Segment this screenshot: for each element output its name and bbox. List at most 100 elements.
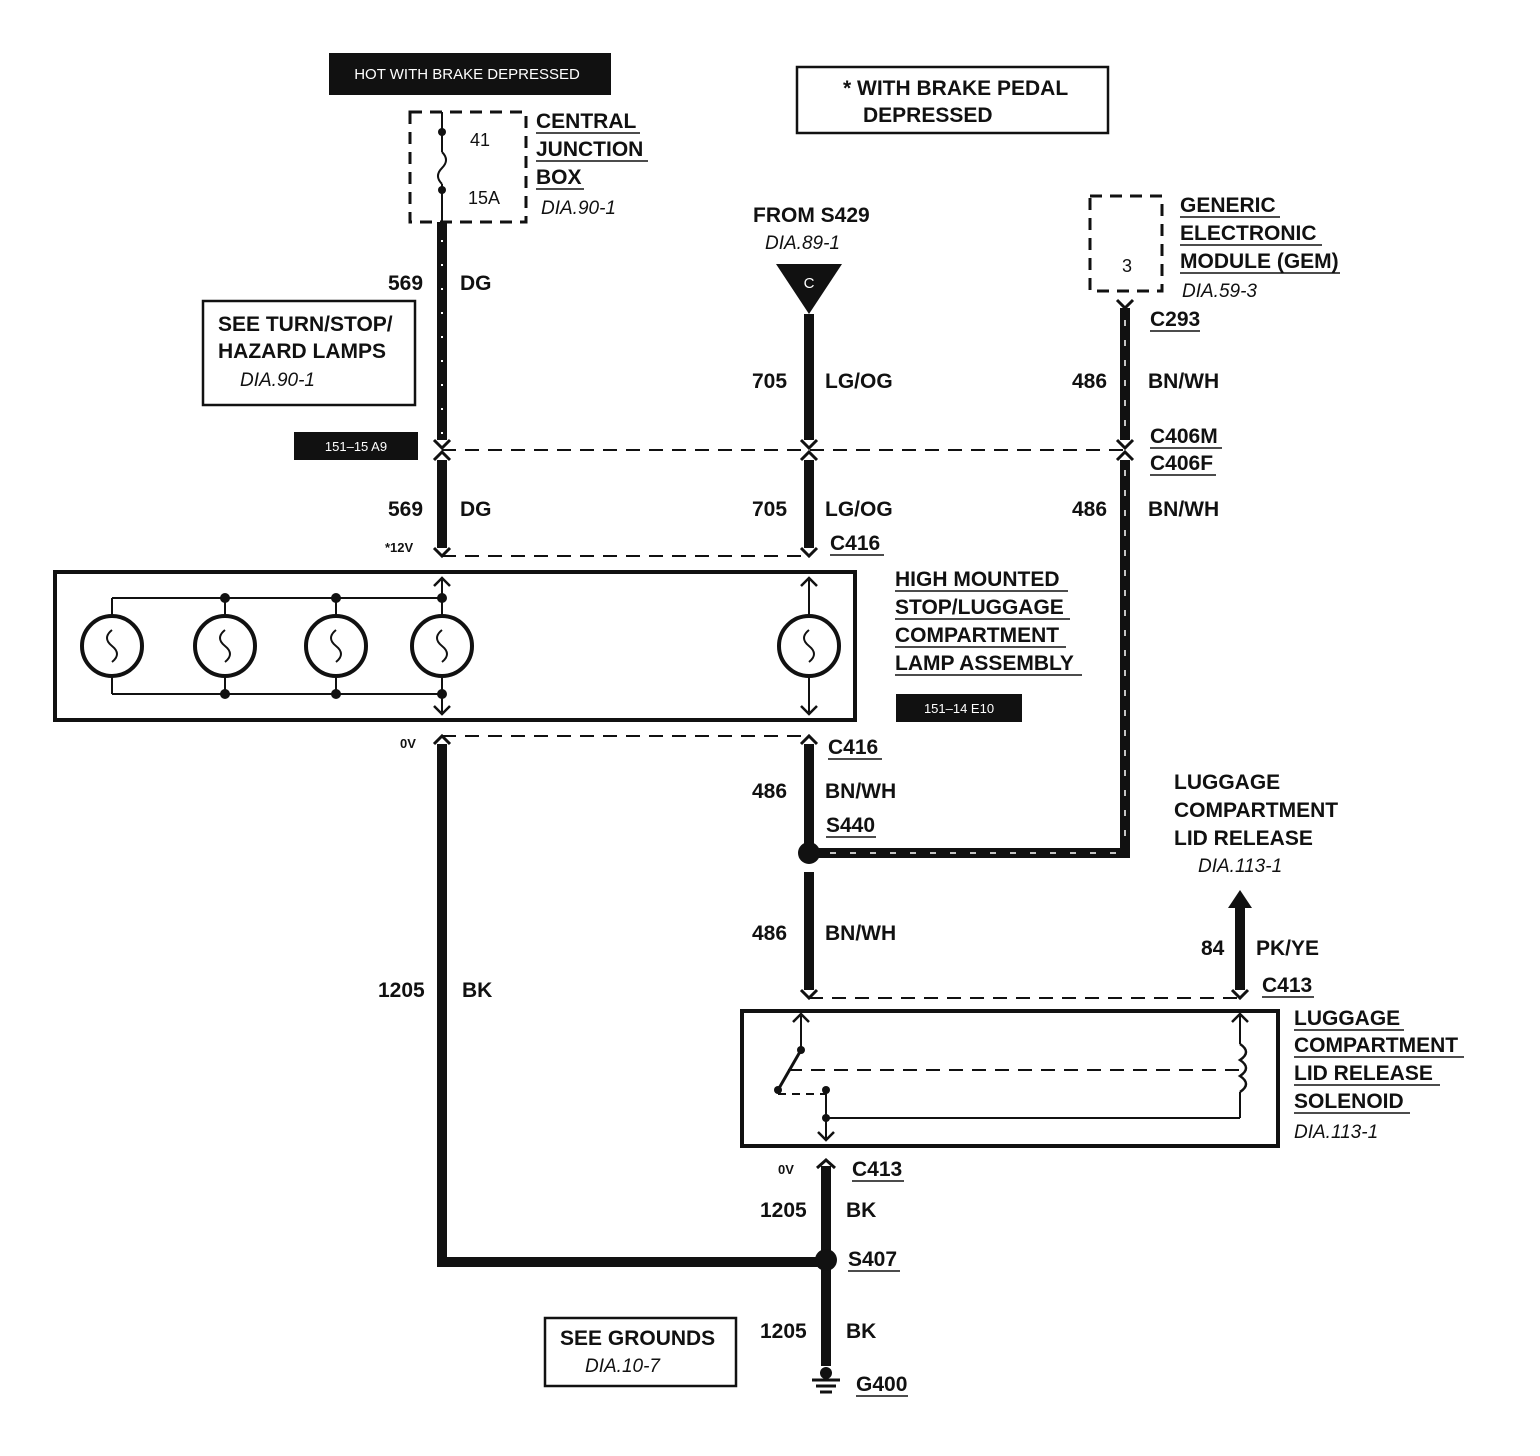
gem-line-3: MODULE (GEM): [1180, 250, 1339, 273]
wire-84-color: PK/YE: [1256, 937, 1319, 960]
wire-1205-a-color: BK: [846, 1199, 876, 1222]
see-turn-stop-hazard-box: SEE TURN/STOP/ HAZARD LAMPS DIA.90-1: [201, 299, 417, 407]
locator-tag-2-text: 151–14 E10: [924, 701, 994, 716]
hot-banner-text: HOT WITH BRAKE DEPRESSED: [354, 66, 580, 83]
lid-release-line-2: COMPARTMENT: [1174, 799, 1338, 822]
wire-1205-left-circuit: 1205: [378, 979, 425, 1002]
connector-c406f: C406F: [1150, 452, 1213, 475]
see-grounds-box: SEE GROUNDS DIA.10-7: [543, 1316, 738, 1388]
locator-tag-2: 151–14 E10: [896, 694, 1022, 722]
generic-electronic-module: 3 GENERIC ELECTRONIC MODULE (GEM) DIA.59…: [1088, 194, 1340, 302]
voltage-12v: *12V: [385, 540, 414, 555]
cjb-line-3: BOX: [536, 166, 582, 189]
solenoid-line-4: SOLENOID: [1294, 1090, 1404, 1113]
wire-705-top-circuit: 705: [752, 370, 787, 393]
connector-c413-top: C413: [799, 974, 1314, 1001]
wire-486-mid-circuit: 486: [1072, 498, 1107, 521]
solenoid-ref: DIA.113-1: [1294, 1122, 1378, 1143]
lid-release-solenoid: LUGGAGE COMPARTMENT LID RELEASE SOLENOID…: [740, 1007, 1464, 1148]
cjb-ref: DIA.90-1: [541, 198, 616, 219]
note-line-1: * WITH BRAKE PEDAL: [843, 77, 1068, 100]
lamp-line-2: STOP/LUGGAGE: [895, 596, 1064, 619]
connector-c413-top-label: C413: [1262, 974, 1312, 997]
from-s429-ref: DIA.89-1: [765, 233, 840, 254]
note-line-2: DEPRESSED: [863, 104, 993, 127]
arrow-up-icon: [1228, 890, 1252, 908]
connector-c406m: C406M: [1150, 425, 1218, 448]
lamp-line-4: LAMP ASSEMBLY: [895, 652, 1074, 675]
locator-tag-1: 151–15 A9: [294, 432, 418, 460]
solenoid-line-1: LUGGAGE: [1294, 1007, 1400, 1030]
connector-c416-bottom: C416 0V: [400, 733, 882, 760]
see-grounds-ref: DIA.10-7: [585, 1356, 661, 1377]
gem-line-1: GENERIC: [1180, 194, 1276, 217]
wire-569-mid-circuit: 569: [388, 498, 423, 521]
ground-icon: [812, 1367, 840, 1394]
wire-705-mid-circuit: 705: [752, 498, 787, 521]
turn-stop-line-1: SEE TURN/STOP/: [218, 313, 393, 336]
bulb-icon: [777, 614, 841, 678]
voltage-0v-solenoid: 0V: [778, 1162, 794, 1177]
connector-c-triangle: C: [776, 264, 842, 314]
wire-486-mid-color: BN/WH: [1148, 498, 1219, 521]
gem-line-2: ELECTRONIC: [1180, 222, 1317, 245]
connector-c-letter: C: [804, 275, 815, 292]
lamp-line-3: COMPARTMENT: [895, 624, 1059, 647]
ground-g400-label: G400: [856, 1373, 907, 1396]
connector-c413-bottom-label: C413: [852, 1158, 902, 1181]
lid-release-line-1: LUGGAGE: [1174, 771, 1280, 794]
bulb-icon: [410, 614, 474, 678]
gem-ref: DIA.59-3: [1182, 281, 1257, 302]
fuse-number: 41: [470, 130, 490, 150]
bulb-icon: [193, 614, 257, 678]
central-junction-box: 41 15A CENTRAL JUNCTION BOX DIA.90-1: [408, 110, 648, 224]
connector-c416-top: C416 *12V: [385, 532, 884, 559]
gem-pin: 3: [1122, 256, 1132, 276]
connector-c293: C293: [1150, 308, 1200, 331]
turn-stop-ref: DIA.90-1: [240, 370, 315, 391]
coil-icon: [1237, 1042, 1248, 1094]
splice-s440-label: S440: [826, 814, 875, 837]
wire-569-mid-color: DG: [460, 498, 492, 521]
splice-s407: [815, 1249, 837, 1271]
wire-486-lamp-circuit: 486: [752, 780, 787, 803]
fuse-rating: 15A: [468, 188, 500, 208]
from-s429-label: FROM S429: [753, 204, 870, 227]
lamp-assembly: HIGH MOUNTED STOP/LUGGAGE COMPARTMENT LA…: [53, 568, 1082, 722]
fuse-icon: [437, 151, 447, 185]
wire-486-top-circuit: 486: [1072, 370, 1107, 393]
wire-1205-a-circuit: 1205: [760, 1199, 807, 1222]
wire-705-top-color: LG/OG: [825, 370, 893, 393]
wire-486-low-circuit: 486: [752, 922, 787, 945]
splice-s440: [798, 842, 820, 864]
wire-1205-b-circuit: 1205: [760, 1320, 807, 1343]
splice-s407-label: S407: [848, 1248, 897, 1271]
wire-1205-left-color: BK: [462, 979, 492, 1002]
wire-569-top-circuit: 569: [388, 272, 423, 295]
lid-release-line-3: LID RELEASE: [1174, 827, 1313, 850]
solenoid-line-2: COMPARTMENT: [1294, 1034, 1458, 1057]
connector-c416-bottom-label: C416: [828, 736, 878, 759]
cjb-line-2: JUNCTION: [536, 138, 643, 161]
brake-pedal-note: * WITH BRAKE PEDAL DEPRESSED: [795, 65, 1110, 135]
bulb-icon: [80, 614, 144, 678]
wire-486-top-color: BN/WH: [1148, 370, 1219, 393]
wire-705-mid-color: LG/OG: [825, 498, 893, 521]
wire-486-low-color: BN/WH: [825, 922, 896, 945]
cjb-line-1: CENTRAL: [536, 110, 636, 133]
bulb-icon: [304, 614, 368, 678]
hot-with-brake-banner: HOT WITH BRAKE DEPRESSED: [329, 53, 611, 95]
locator-tag-1-text: 151–15 A9: [325, 439, 387, 454]
lid-release-ref: DIA.113-1: [1198, 856, 1282, 877]
connector-c406: C406M C406F: [432, 425, 1222, 476]
turn-stop-line-2: HAZARD LAMPS: [218, 340, 386, 363]
wire-569-top-color: DG: [460, 272, 492, 295]
solenoid-line-3: LID RELEASE: [1294, 1062, 1433, 1085]
lamp-line-1: HIGH MOUNTED: [895, 568, 1060, 591]
wire-1205-b-color: BK: [846, 1320, 876, 1343]
connector-c416-top-label: C416: [830, 532, 880, 555]
wire-486-lamp-color: BN/WH: [825, 780, 896, 803]
see-grounds-line-1: SEE GROUNDS: [560, 1327, 715, 1350]
wire-84-circuit: 84: [1201, 937, 1225, 960]
